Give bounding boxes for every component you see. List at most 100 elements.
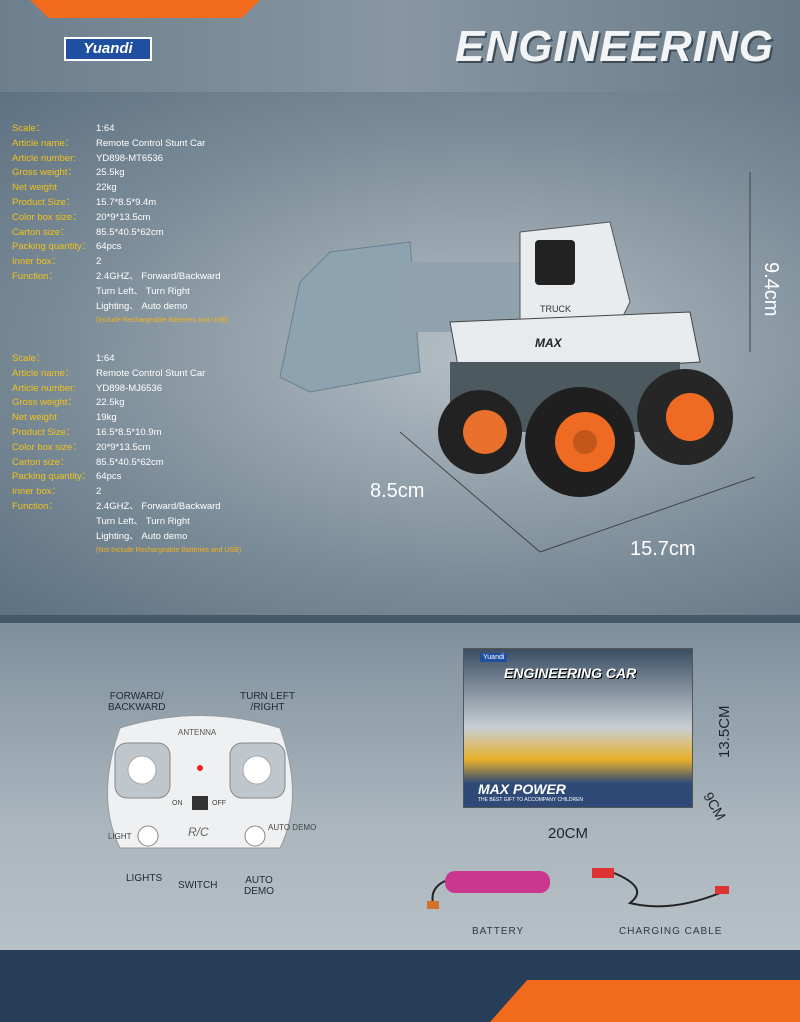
power-switch[interactable] bbox=[192, 796, 208, 810]
spec-row: Gross weight： 22.5kg bbox=[12, 396, 266, 411]
spec-row: Article name： Remote Control Stunt Car bbox=[12, 137, 266, 152]
spec-row: Color box size： 20*9*13.5cm bbox=[12, 211, 266, 226]
spec-value: 15.7*8.5*9.4m bbox=[96, 196, 157, 208]
section-divider bbox=[0, 615, 800, 623]
forward-backward-label: FORWARD/ BACKWARD bbox=[108, 691, 166, 713]
function-line: Turn Left、 Turn Right bbox=[96, 515, 190, 527]
spec-value: 64pcs bbox=[96, 471, 122, 483]
spec-key: Gross weight： bbox=[12, 167, 77, 179]
function-line: Turn Left、 Turn Right bbox=[96, 285, 190, 297]
cab-label: TRUCK bbox=[540, 304, 571, 314]
spec-key: Inner box： bbox=[12, 486, 62, 498]
spec-value: 85.5*40.5*62cm bbox=[96, 456, 164, 468]
spec-value: 85.5*40.5*62cm bbox=[96, 226, 164, 238]
spec-value: Remote Control Stunt Car bbox=[96, 367, 206, 379]
spec-key: Packing quantity： bbox=[12, 471, 92, 483]
on-label: ON bbox=[172, 800, 183, 807]
length-dimension: 15.7cm bbox=[630, 538, 696, 560]
spec-key: Scale： bbox=[12, 353, 46, 364]
box-tagline: THE BEST GIFT TO ACCOMPANY CHILDREN bbox=[478, 797, 584, 803]
spec-row: Article number: YD898-MT6536 bbox=[12, 152, 266, 167]
battery-note: (Include Rechargeable Batteries and USB) bbox=[96, 317, 229, 325]
page-title: ENGINEERING bbox=[454, 22, 774, 71]
spec-key: Article name： bbox=[12, 367, 75, 379]
box-height: 13.5CM bbox=[716, 705, 733, 758]
lights-button[interactable] bbox=[137, 825, 159, 847]
spec-value: 1:64 bbox=[96, 123, 115, 134]
width-dimension: 8.5cm bbox=[370, 480, 425, 502]
battery-label: BATTERY bbox=[472, 926, 525, 937]
orange-accent bbox=[30, 0, 260, 18]
spec-value: 1:64 bbox=[96, 353, 115, 364]
spec-row: Article name： Remote Control Stunt Car bbox=[12, 367, 266, 382]
spec-value: 20*9*13.5cm bbox=[96, 211, 151, 223]
spec-row: Inner box： 2 bbox=[12, 255, 266, 270]
auto-demo-button[interactable] bbox=[244, 825, 266, 847]
spec-row: Scale： 1:64 bbox=[12, 122, 266, 137]
antenna-label: ANTENNA bbox=[178, 728, 217, 737]
spec-value: 22kg bbox=[96, 182, 117, 194]
charging-cable-label: CHARGING CABLE bbox=[619, 926, 723, 937]
spec-key: Article number: bbox=[12, 152, 76, 164]
accessories-panel: ANTENNA ON OFF LIGHT AUTO DEMO R/C FORWA… bbox=[0, 623, 800, 950]
spec-key: Article name： bbox=[12, 137, 75, 149]
spec-key: Product Size： bbox=[12, 426, 76, 438]
spec-key: Article number: bbox=[12, 382, 76, 394]
auto-demo-small-label: AUTO DEMO bbox=[268, 823, 316, 832]
orange-accent-bottom bbox=[490, 980, 800, 1022]
spec-value: 2 bbox=[96, 486, 102, 498]
spec-value: 22.5kg bbox=[96, 397, 125, 409]
remote-control-image: ANTENNA ON OFF LIGHT AUTO DEMO R/C bbox=[107, 715, 316, 849]
turn-label: TURN LEFT /RIGHT bbox=[240, 691, 295, 713]
spec-row: Packing quantity： 64pcs bbox=[12, 470, 266, 485]
spec-value: Remote Control Stunt Car bbox=[96, 137, 206, 149]
spec-value: 64pcs bbox=[96, 241, 122, 253]
box-logo: Yuandi bbox=[480, 653, 508, 662]
spec-row: Packing quantity： 64pcs bbox=[12, 240, 266, 255]
spec-key: Function： bbox=[12, 270, 58, 282]
spec-key: Color box size： bbox=[12, 211, 82, 223]
truck-image: TRUCK MAX bbox=[279, 221, 733, 497]
spec-row: Article number: YD898-MJ6536 bbox=[12, 382, 266, 397]
function-line: 2.4GHZ、 Forward/Backward bbox=[96, 500, 221, 512]
spec-key: Gross weight： bbox=[12, 397, 77, 409]
light-small-label: LIGHT bbox=[108, 832, 132, 841]
off-label: OFF bbox=[212, 800, 226, 807]
spec-value: 19kg bbox=[96, 412, 117, 424]
spec-key: Carton size： bbox=[12, 226, 70, 238]
switch-label: SWITCH bbox=[178, 880, 218, 891]
spec-key: Inner box： bbox=[12, 256, 62, 268]
header: Yuandi ENGINEERING bbox=[0, 0, 800, 92]
box-width: 20CM bbox=[548, 825, 589, 842]
spec-value: YD898-MT6536 bbox=[96, 152, 164, 164]
spec-key: Packing quantity： bbox=[12, 241, 92, 253]
spec-value: 2 bbox=[96, 256, 102, 268]
packaging-box-image: Yuandi ENGINEERING CAR MAX POWER THE BES… bbox=[463, 648, 693, 808]
function-line: Lighting、 Auto demo bbox=[96, 300, 188, 312]
spec-value: 25.5kg bbox=[96, 167, 125, 179]
box-depth: 9CM bbox=[700, 789, 730, 823]
spec-key: Carton size： bbox=[12, 456, 70, 468]
truck-brand: MAX bbox=[535, 336, 563, 350]
spec-value: YD898-MJ6536 bbox=[96, 382, 163, 394]
spec-key: Net weight bbox=[12, 412, 57, 424]
lights-label: LIGHTS bbox=[126, 873, 163, 884]
function-line: 2.4GHZ、 Forward/Backward bbox=[96, 270, 221, 282]
rc-label: R/C bbox=[188, 825, 209, 839]
brand-logo: Yuandi bbox=[64, 37, 152, 61]
auto-demo-label: AUTO DEMO bbox=[244, 875, 274, 897]
footer bbox=[0, 950, 800, 1022]
spec-row: Color box size：20*9*13.5cm bbox=[12, 441, 266, 456]
function-line: Lighting、 Auto demo bbox=[96, 530, 188, 542]
spec-row: Net weight 19kg bbox=[12, 411, 266, 426]
dimension-lines bbox=[400, 172, 756, 553]
spec-key: Scale： bbox=[12, 123, 46, 134]
battery-note: (Not Include Rechargeable Batteries and … bbox=[96, 547, 242, 555]
spec-row: Inner box： 2 bbox=[12, 485, 266, 500]
